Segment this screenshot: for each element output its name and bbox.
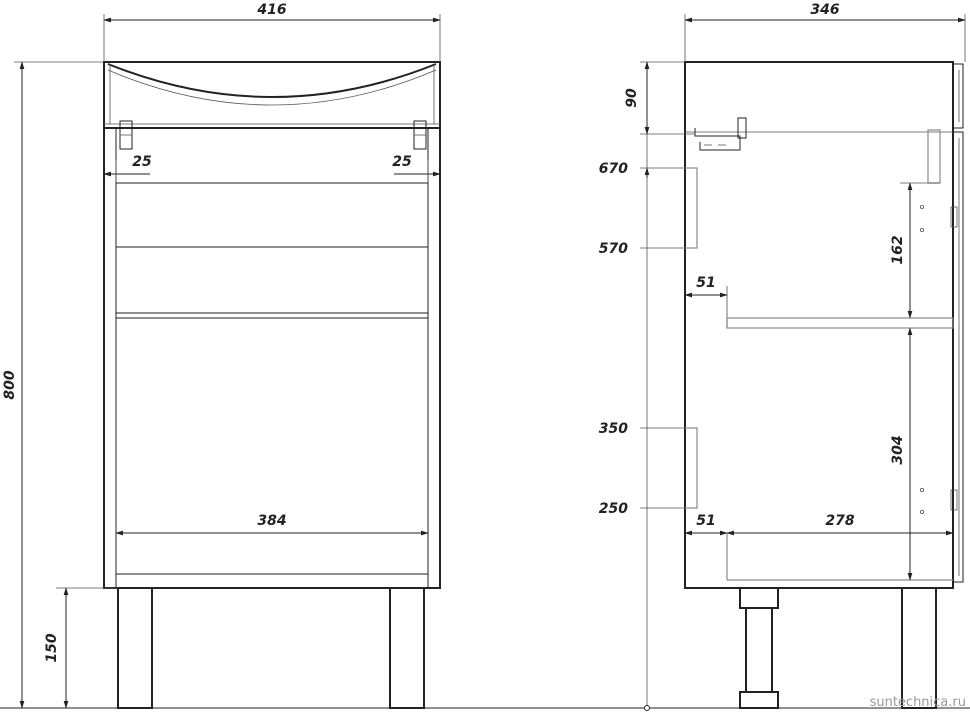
inset-right-label: 25 [392, 154, 412, 170]
dim-upper-compartment: 162 [890, 182, 940, 319]
side-shelf [726, 286, 954, 329]
front-width-label: 416 [256, 2, 286, 18]
dim-lower-compartment: 304 [890, 327, 913, 581]
side-leg-back [739, 587, 779, 709]
inner-depth-label: 278 [825, 513, 854, 529]
dim-inset-left: 25 [103, 154, 152, 183]
inset-left-label: 25 [132, 154, 152, 170]
hinge-left [119, 120, 133, 150]
side-leg-front [901, 587, 937, 709]
leg-right [389, 587, 425, 709]
hole-lower [685, 427, 698, 509]
side-depth-label: 346 [810, 2, 839, 18]
hole-upper-bottom-label: 570 [599, 241, 628, 257]
inner-width-label: 384 [257, 513, 286, 529]
dim-inner-width: 384 [115, 513, 429, 536]
front-cabinet-body [103, 61, 441, 589]
front-stops [950, 206, 958, 511]
front-height-label: 800 [2, 370, 18, 399]
hole-upper [685, 167, 698, 249]
dim-inner-depth: 278 [726, 513, 954, 536]
bottom-offset-label: 51 [696, 513, 715, 529]
dim-hole-lower-top: 350 [599, 421, 685, 437]
dim-hole-upper-top: 670 [599, 161, 685, 178]
front-drawer-upper [115, 182, 429, 248]
washbasin [107, 63, 437, 124]
hole-lower-top-label: 350 [599, 421, 628, 437]
hole-upper-top-label: 670 [599, 161, 628, 177]
screw-dots [920, 204, 925, 514]
leg-height-label: 150 [44, 633, 60, 662]
lower-compartment-label: 304 [890, 435, 906, 464]
rail-upper [927, 129, 941, 184]
side-view: 346 90 670 570 350 250 [599, 2, 966, 711]
front-door [115, 317, 429, 575]
dim-side-depth: 346 [684, 2, 966, 62]
dim-bottom-offset: 51 [684, 513, 728, 536]
dim-hole-lower-bottom: 250 [599, 501, 685, 517]
upper-compartment-label: 162 [890, 235, 906, 264]
dim-front-height: 800 [2, 61, 104, 709]
dim-front-width: 416 [103, 2, 441, 62]
front-view: 416 800 25 25 384 150 [2, 2, 441, 709]
dim-inset-right: 25 [392, 154, 441, 183]
siphon-outlet [694, 117, 747, 151]
watermark-text: suntechnica.ru [870, 695, 966, 710]
hinge-right [413, 120, 427, 150]
plinth [115, 573, 429, 589]
dim-leg-height: 150 [44, 587, 118, 709]
side-bottom-panel [726, 533, 953, 581]
leg-left [117, 587, 153, 709]
front-drawer-middle [115, 246, 429, 319]
dim-shelf-offset: 51 [684, 275, 728, 298]
top-gap-label: 90 [624, 88, 640, 108]
dim-hole-upper-bottom: 570 [599, 241, 685, 257]
shelf-offset-label: 51 [696, 275, 715, 291]
hole-lower-bottom-label: 250 [599, 501, 628, 517]
dim-top-gap: 90 [624, 61, 695, 135]
